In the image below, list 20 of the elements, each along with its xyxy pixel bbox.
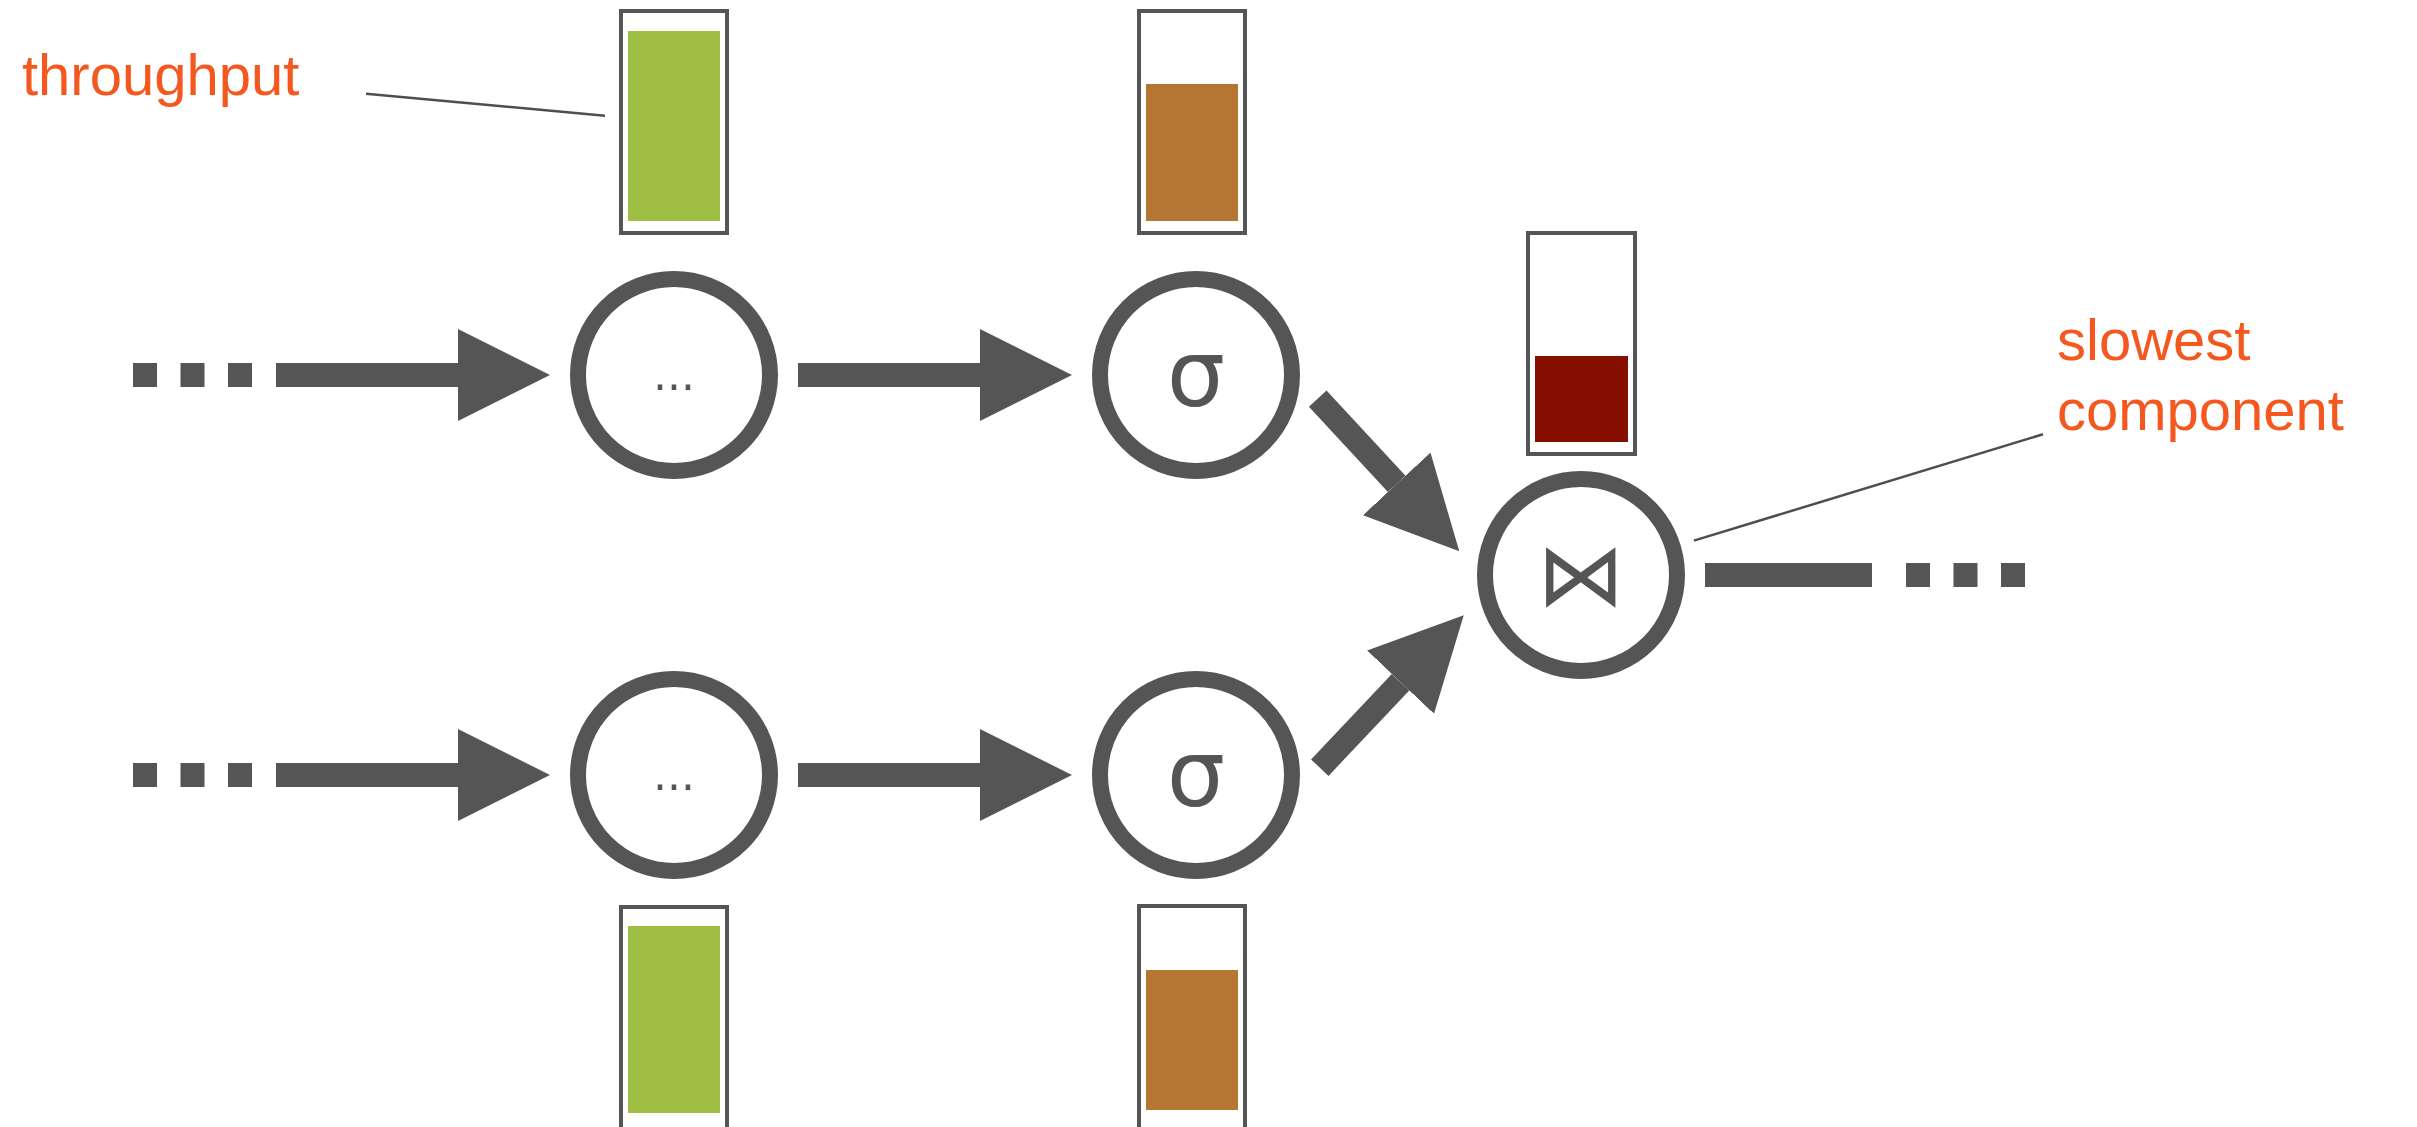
arrow: [276, 329, 550, 421]
arrow: [1308, 390, 1460, 552]
arrow: [798, 729, 1072, 821]
throughput-gauge: [1137, 9, 1247, 235]
operator-symbol: σ: [1166, 329, 1226, 421]
operator-symbol: ...: [653, 753, 695, 797]
callout-label: throughput: [22, 40, 352, 115]
arrow: [276, 729, 550, 821]
arrow: [798, 329, 1072, 421]
operator-symbol: ⋈: [1537, 531, 1625, 619]
leader-line: [365, 92, 606, 117]
operator-symbol: ...: [653, 353, 695, 397]
arrow: [1311, 615, 1464, 776]
operator-symbol: σ: [1166, 729, 1226, 821]
throughput-gauge: [619, 9, 729, 235]
throughput-gauge: [1137, 904, 1247, 1127]
throughput-gauge: [1526, 231, 1637, 456]
callout-label: slowest component: [2057, 305, 2402, 450]
leader-line: [1693, 433, 2044, 542]
throughput-gauge: [619, 905, 729, 1127]
